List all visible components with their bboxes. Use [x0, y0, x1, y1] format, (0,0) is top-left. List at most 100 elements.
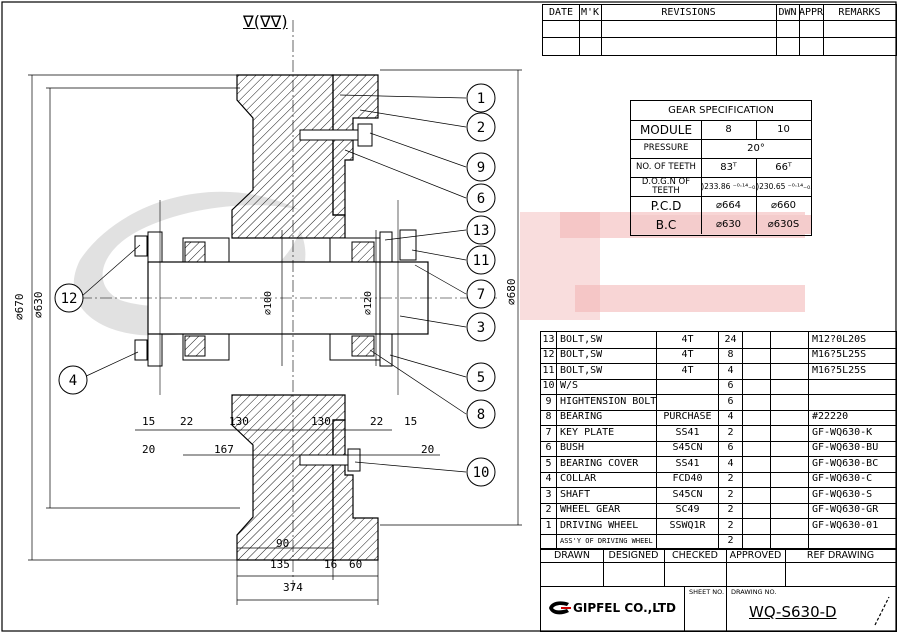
parts-qty: 6	[719, 394, 743, 410]
balloon-5: 5	[466, 362, 496, 392]
parts-material: 4T	[657, 332, 719, 348]
parts-blank	[771, 409, 809, 425]
balloon-8: 8	[466, 399, 496, 429]
parts-name: HIGHTENSION BOLT	[557, 394, 657, 410]
parts-remarks	[809, 379, 896, 395]
dim-135: 135	[270, 558, 290, 571]
parts-name: COLLAR	[557, 471, 657, 487]
parts-qty: 2	[719, 518, 743, 534]
gear-spec-value-a: 8	[701, 120, 757, 139]
parts-remarks: GF-WQ630-01	[812, 519, 879, 531]
parts-material: 4T	[657, 347, 719, 363]
parts-qty: 24	[719, 332, 743, 348]
parts-qty: 4	[719, 456, 743, 472]
parts-blank	[743, 440, 771, 456]
dim-d680: ⌀680	[505, 278, 518, 306]
parts-blank	[771, 487, 809, 503]
parts-qty: 6	[719, 440, 743, 456]
balloon-13: 13	[466, 215, 496, 245]
parts-no: 6	[541, 440, 557, 456]
svg-text:2: 2	[477, 120, 485, 136]
parts-material: S45CN	[657, 440, 719, 456]
tb-header-drawn: DRAWN	[553, 549, 590, 561]
dimension-lines	[28, 69, 522, 605]
company-logo	[547, 599, 571, 617]
svg-text:5: 5	[477, 370, 485, 386]
parts-no: 3	[541, 487, 557, 503]
svg-text:9: 9	[477, 160, 485, 176]
parts-remarks: GF-WQ630-S	[812, 488, 873, 500]
parts-name: BEARING COVER	[557, 456, 657, 472]
parts-blank	[771, 471, 809, 487]
gear-spec-value-a: 8ᵀ)233.86 ⁻⁰·¹⁴₋₀.₈₈	[701, 177, 757, 196]
tb-header-approved: APPROVED	[729, 549, 782, 561]
dim-15b: 15	[404, 415, 418, 428]
svg-text:4: 4	[69, 373, 77, 389]
gear-spec-row: D.O.G.N OF TEETH8ᵀ)233.86 ⁻⁰·¹⁴₋₀.₈₈8ᵀ)2…	[631, 177, 811, 197]
tb-header-designed: DESIGNED	[608, 549, 659, 561]
parts-material: SS41	[657, 456, 719, 472]
balloon-12: 12	[54, 283, 84, 313]
gear-spec-value-a: ⌀664	[701, 196, 757, 215]
rev-header-date: DATE	[548, 6, 574, 18]
parts-name: ASS'Y OF DRIVING WHEEL	[557, 533, 657, 549]
gear-spec-label: MODULE	[631, 120, 702, 139]
parts-name: SHAFT	[557, 487, 657, 503]
gear-spec-label: PRESSURE	[631, 139, 702, 158]
dim-22a: 22	[180, 415, 194, 428]
parts-blank	[743, 425, 771, 441]
parts-remarks	[809, 394, 896, 410]
rev-header-appr: APPR	[799, 6, 823, 18]
parts-blank	[743, 378, 771, 394]
parts-name: DRIVING WHEEL	[557, 518, 657, 534]
gear-spec-value-b: 10	[777, 123, 790, 135]
dim-15a: 15	[142, 415, 156, 428]
company-name: GIPFEL CO.,LTD	[573, 601, 676, 615]
parts-material: SC49	[657, 502, 719, 518]
parts-name: W/S	[557, 378, 657, 394]
parts-remarks: #22220	[812, 411, 849, 423]
balloon-11: 11	[466, 245, 496, 275]
svg-text:3: 3	[477, 320, 485, 336]
balloon-6: 6	[466, 183, 496, 213]
parts-blank	[771, 363, 809, 379]
parts-name: BUSH	[557, 440, 657, 456]
rev-header-dwn: DWN	[778, 6, 797, 18]
parts-name: BOLT,SW	[557, 363, 657, 379]
parts-blank	[743, 363, 771, 379]
parts-blank	[771, 502, 809, 518]
balloon-7: 7	[466, 279, 496, 309]
parts-no: 8	[541, 409, 557, 425]
parts-blank	[771, 456, 809, 472]
parts-material: 4T	[657, 363, 719, 379]
revisions-table: DATE M'K REVISIONS DWN APPR REMARKS	[542, 4, 897, 56]
parts-blank	[771, 425, 809, 441]
parts-blank	[771, 518, 809, 534]
rev-header-mk: M'K	[580, 6, 600, 18]
parts-qty: 8	[719, 347, 743, 363]
parts-blank	[743, 471, 771, 487]
dim-d670: ⌀670	[13, 293, 26, 321]
parts-blank	[743, 347, 771, 363]
svg-text:13: 13	[473, 223, 490, 239]
tb-header-checked: CHECKED	[672, 549, 718, 561]
balloon-1: 1	[466, 83, 496, 113]
parts-material	[657, 533, 719, 549]
gear-spec-label: NO. OF TEETH	[631, 158, 702, 177]
parts-name: WHEEL GEAR	[557, 502, 657, 518]
svg-text:1: 1	[477, 91, 485, 107]
parts-no: 10	[541, 378, 557, 394]
rev-header-remarks: REMARKS	[838, 6, 881, 18]
parts-no: 13	[541, 332, 557, 348]
svg-text:12: 12	[61, 291, 78, 307]
